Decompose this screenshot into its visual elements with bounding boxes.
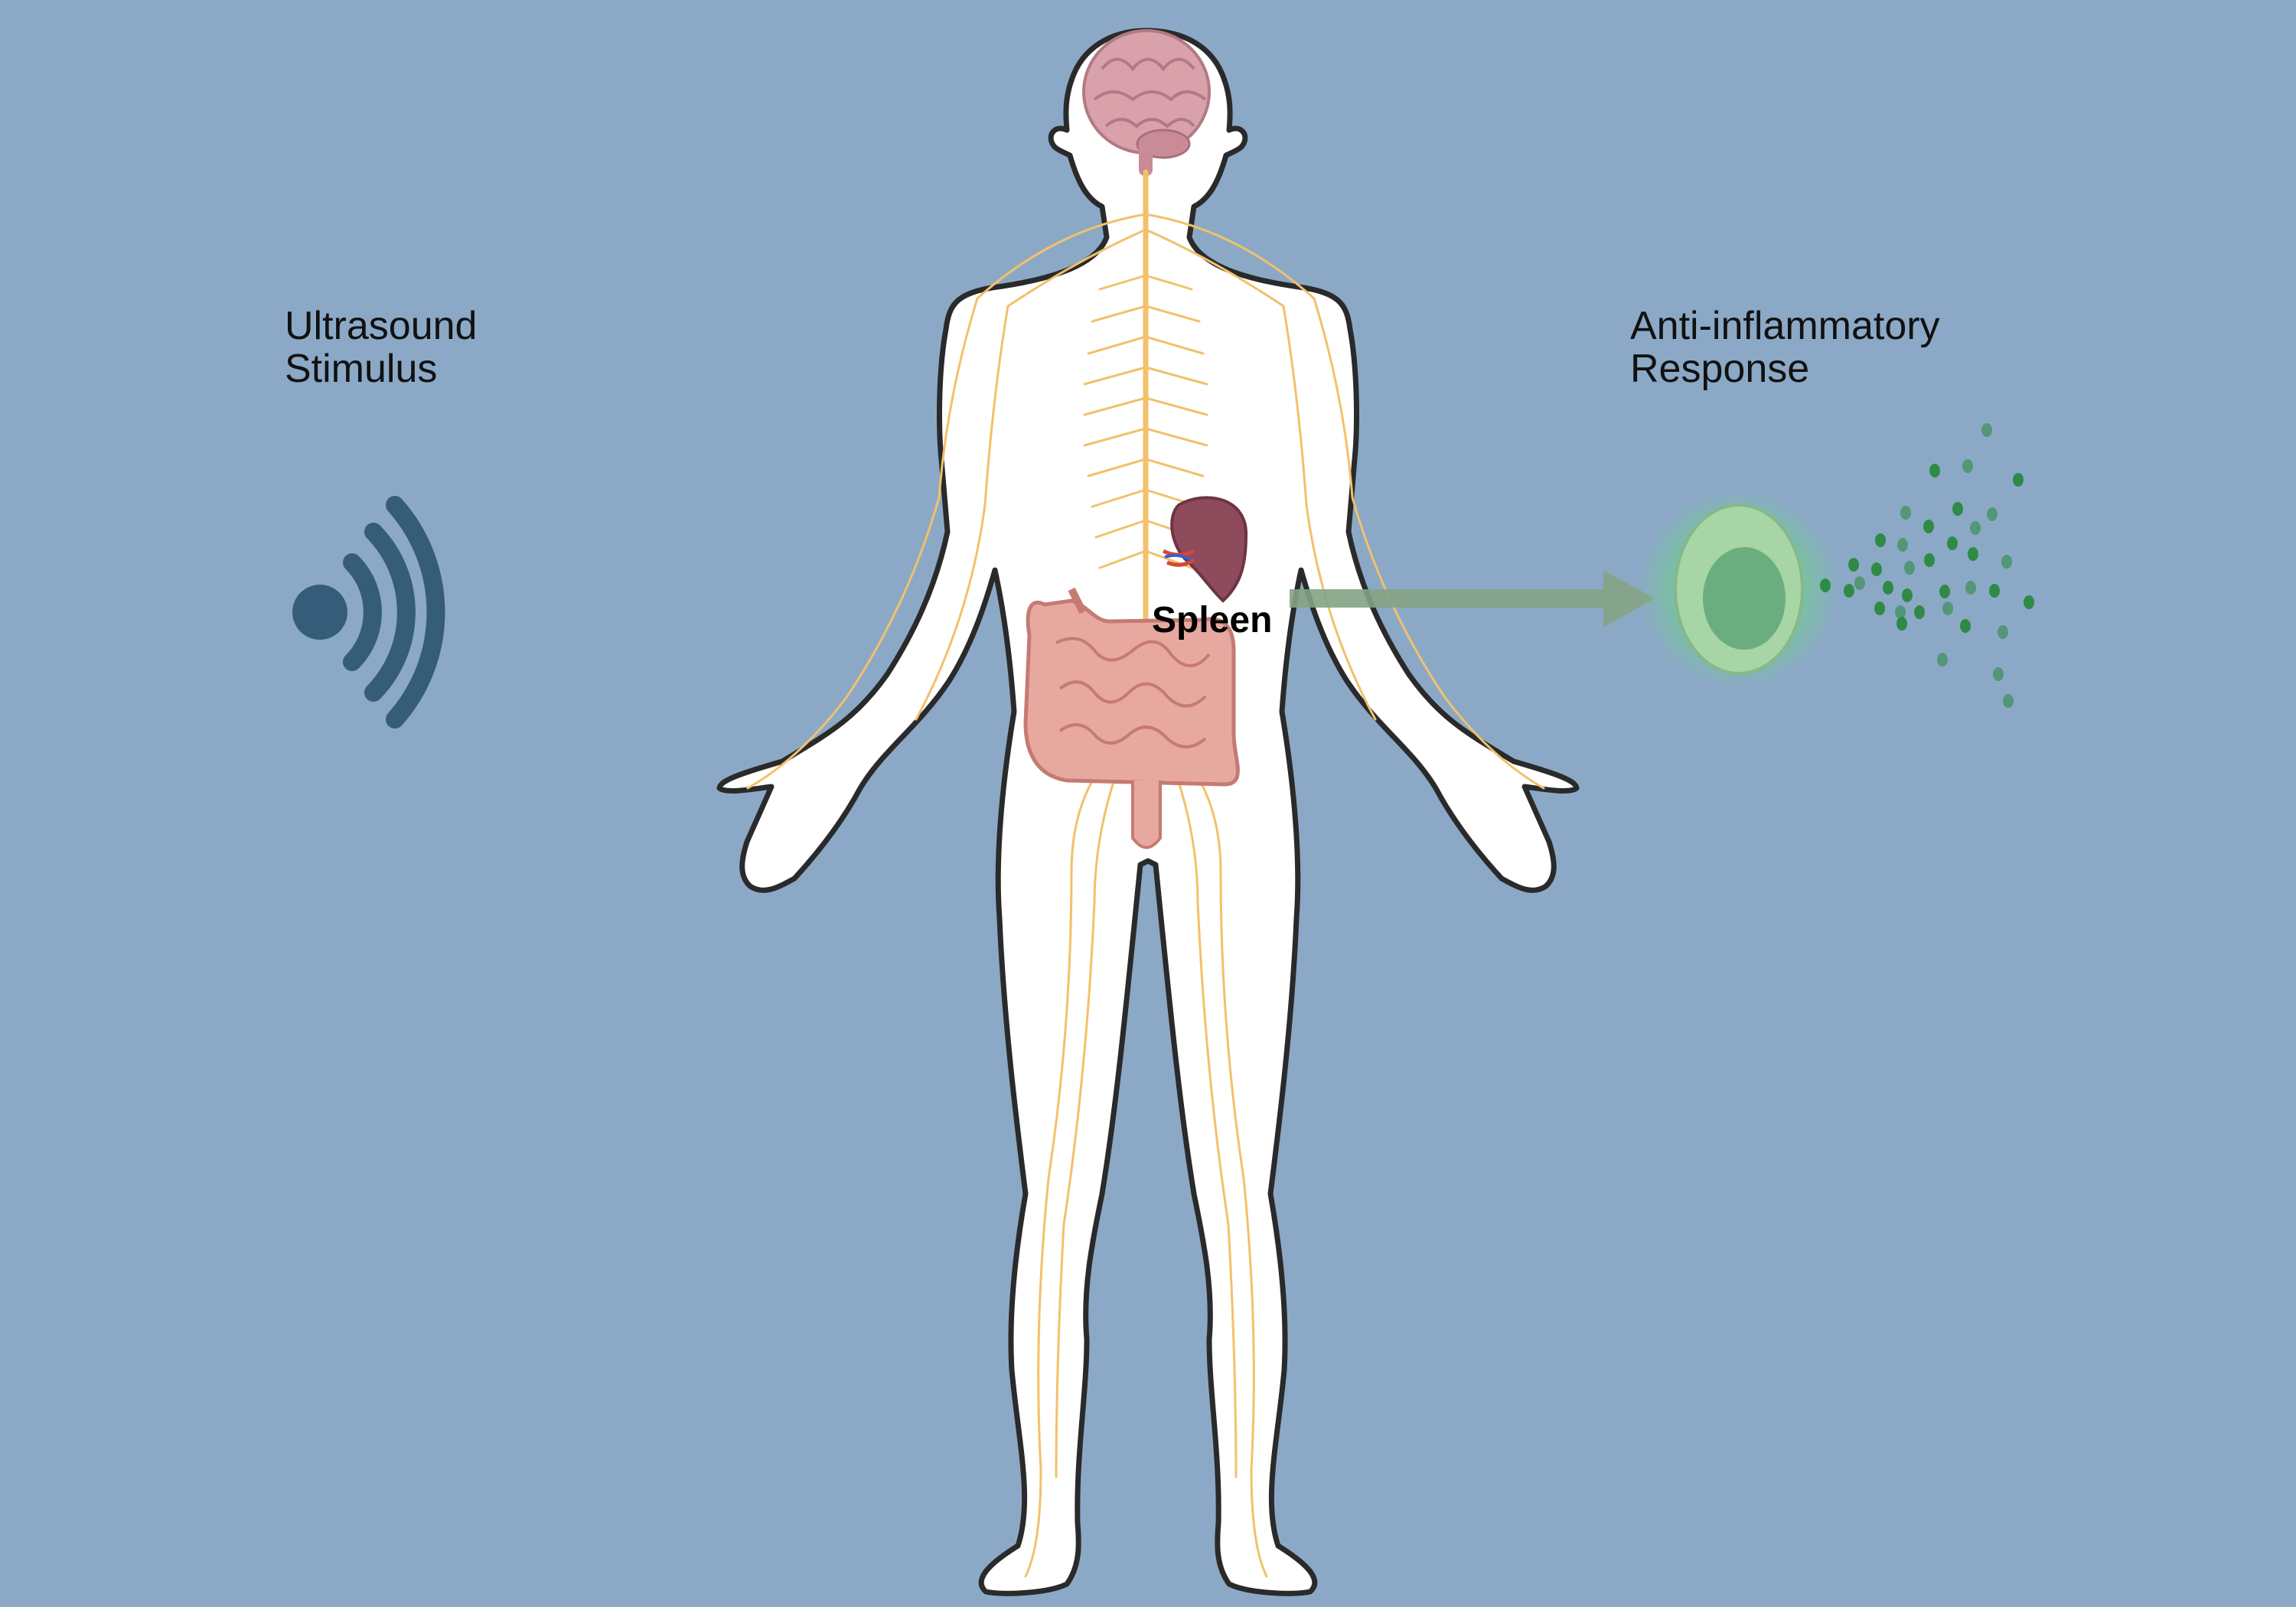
brain <box>1082 29 1211 176</box>
spleen <box>1162 496 1248 603</box>
immune-cell-icon <box>1639 490 1838 689</box>
cytokine-particles-icon <box>1820 423 2034 708</box>
intestines <box>1023 587 1240 849</box>
ultrasound-wave-icon <box>292 496 445 729</box>
anti-inflammatory-response-label: Anti-inflammatory Response <box>1630 304 1940 391</box>
ultrasound-stimulus-label: Ultrasound Stimulus <box>285 304 478 391</box>
nervous-system <box>746 169 1545 1578</box>
spleen-label: Spleen <box>1152 600 1273 641</box>
arrow-to-cell <box>1290 570 1655 627</box>
